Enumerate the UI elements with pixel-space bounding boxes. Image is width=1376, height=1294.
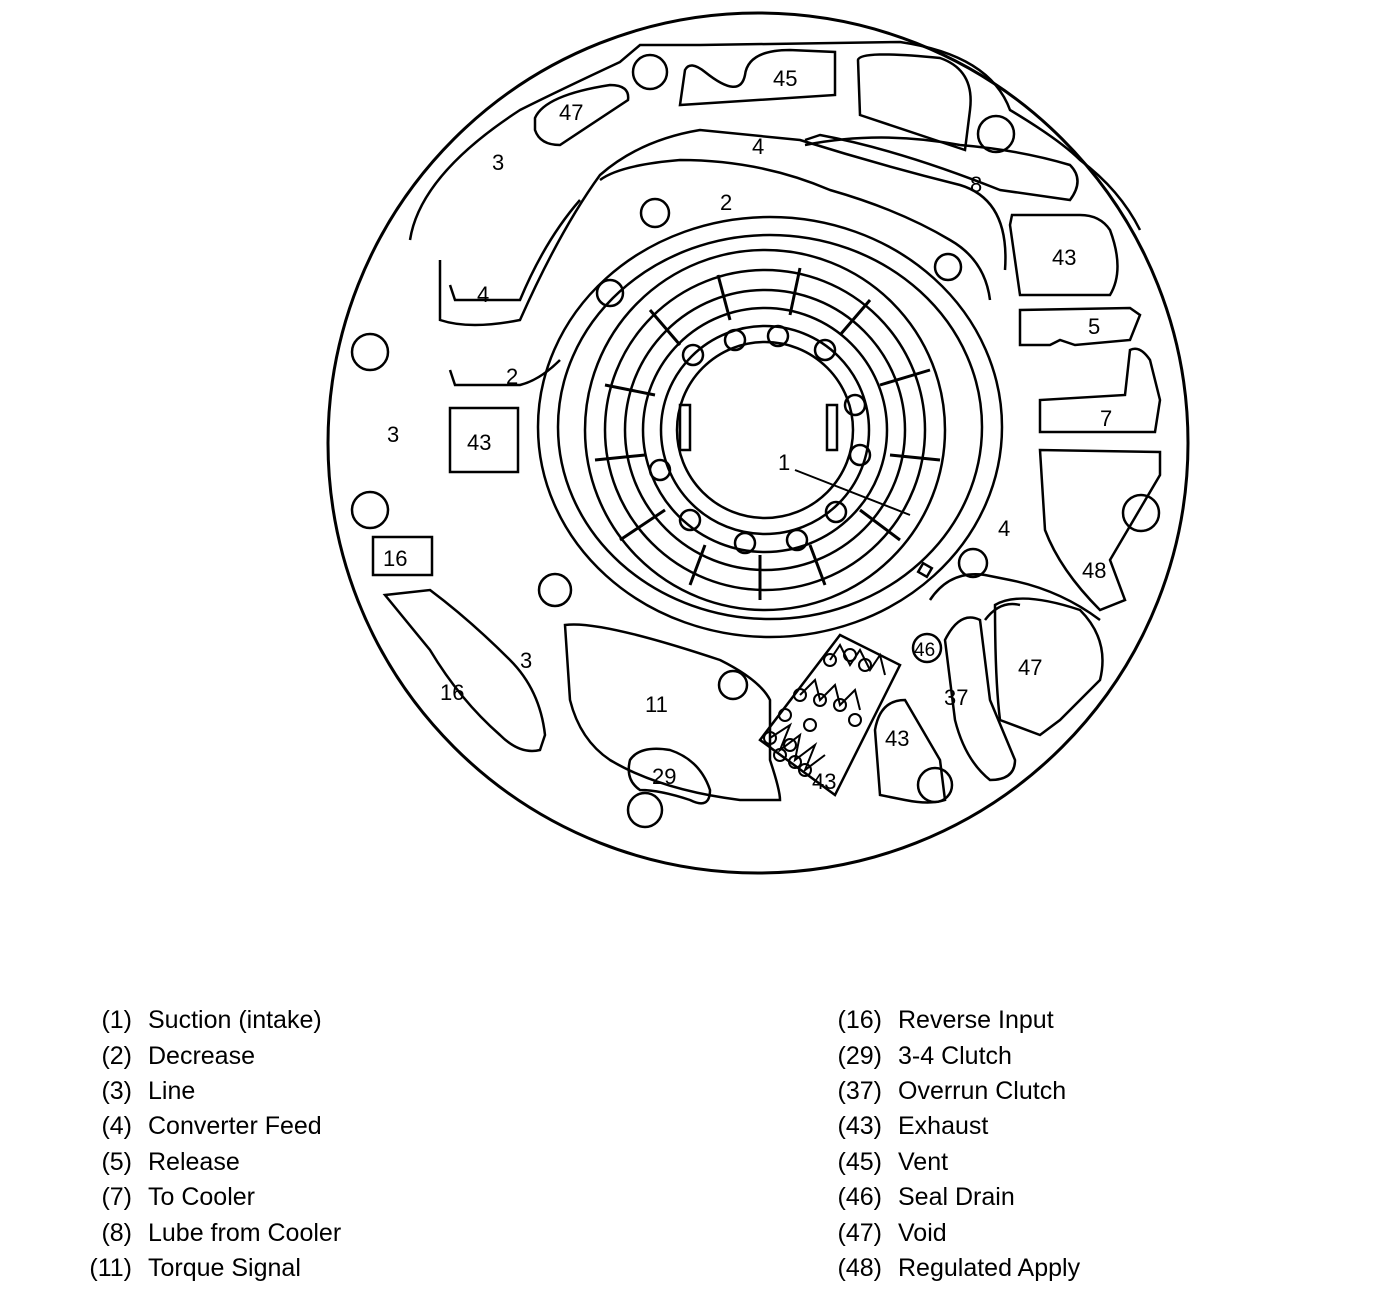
legend-text: Torque Signal [148,1253,301,1282]
outer-housing [326,11,1190,875]
label-5: 5 [1088,314,1100,339]
legend-number: (8) [101,1218,132,1247]
label-4: 4 [752,134,764,159]
legend-text: Lube from Cooler [148,1218,342,1247]
legend-right: (16) Reverse Input (29) 3-4 Clutch (37) Ove… [820,1003,1081,1286]
label-43: 43 [1052,245,1076,270]
legend-number: (3) [101,1076,132,1105]
legend-item: (37) Overrun Clutch [820,1074,1080,1109]
label-4: 4 [477,282,489,307]
label-43: 43 [812,769,836,794]
spring-valve [758,561,934,797]
label-16: 16 [440,680,464,705]
legend-item: (11) Torque Signal [70,1251,341,1286]
label-11: 11 [645,692,668,717]
label-43: 43 [467,430,491,455]
legend-item: (8) Lube from Cooler [70,1215,341,1250]
legend-number: (46) [837,1183,882,1212]
rotor-vanes [594,267,941,600]
bolt-holes [350,53,1161,829]
region-labels: 1 2 2 3 3 3 4 4 4 5 7 8 11 16 16 29 37 4… [383,66,1112,794]
legend-number: (16) [837,1006,882,1035]
legend-text: Suction (intake) [148,1006,322,1035]
label-3: 3 [492,150,504,175]
legend-item: (5) Release [70,1145,341,1180]
legend-number: (11) [89,1253,132,1282]
label-2: 2 [720,190,732,215]
legend-number: (2) [101,1041,132,1070]
legend-text: Line [148,1076,196,1105]
legend-number: (29) [837,1041,882,1070]
legend-text: To Cooler [148,1183,255,1212]
legend-number: (43) [837,1112,882,1141]
legend-number: (37) [837,1076,882,1105]
legend-text: Regulated Apply [898,1253,1081,1282]
rotor-assembly [536,215,1004,639]
label-4: 4 [998,516,1010,541]
label-43: 43 [885,726,909,751]
label-29: 29 [652,764,676,789]
legend-text: Void [898,1218,947,1247]
legend-item: (29) 3-4 Clutch [820,1038,1080,1073]
label-48: 48 [1082,558,1106,583]
legend-item: (47) Void [820,1215,1080,1250]
label-16: 16 [383,546,407,571]
legend-item: (46) Seal Drain [820,1180,1080,1215]
label-3: 3 [520,648,532,673]
legend-text: Release [148,1147,240,1176]
legend-item: (43) Exhaust [820,1109,1080,1144]
legend-text: 3-4 Clutch [898,1041,1012,1070]
label-37: 37 [944,685,968,710]
legend-text: Vent [898,1147,949,1176]
legend-left: (1)Suction (intake) (2)Decrease (3)Line … [70,1003,341,1286]
legend-number: (1) [101,1006,132,1035]
label-47: 47 [559,100,583,125]
shaft-bore [678,403,839,452]
legend-number: (4) [101,1112,132,1141]
inner-teeth [648,324,872,555]
legend-number: (47) [837,1218,882,1247]
legend-number: (45) [837,1147,882,1176]
label-7: 7 [1100,406,1112,431]
label-8: 8 [970,172,982,197]
legend-text: Reverse Input [898,1006,1054,1035]
legend-text: Exhaust [898,1112,989,1141]
label-1: 1 [778,450,790,475]
legend-item: (4) Converter Feed [70,1109,341,1144]
label-3: 3 [387,422,399,447]
legend-number: (7) [101,1183,132,1212]
label-47: 47 [1018,655,1042,680]
legend-item: (3) Line [70,1074,341,1109]
fluid-passages [371,40,1162,805]
legend-text: Overrun Clutch [898,1076,1067,1105]
legend-text: Converter Feed [148,1112,322,1141]
legend-text: Decrease [148,1041,255,1070]
legend-item: (48) Regulated Apply [820,1251,1081,1286]
legend-item: (1) Suction (intake) [70,1003,341,1038]
legend-number: (5) [101,1147,132,1176]
legend-item: (7) To Cooler [70,1180,341,1215]
legend-text: Seal Drain [898,1183,1015,1212]
pump-body-diagram: 1 2 2 3 3 3 4 4 4 5 7 8 11 16 16 29 37 4… [326,11,1190,875]
legend-item: (45) Vent [820,1145,1080,1180]
label-46: 46 [914,640,935,661]
legend-number: (48) [837,1253,882,1282]
legend-item: (16) Reverse Input [820,1003,1080,1038]
leader-line-1 [794,469,911,516]
label-2: 2 [506,364,518,389]
seal-drain-ring [911,632,943,664]
legend-item: (2) Decrease [70,1038,341,1073]
label-45: 45 [773,66,797,91]
